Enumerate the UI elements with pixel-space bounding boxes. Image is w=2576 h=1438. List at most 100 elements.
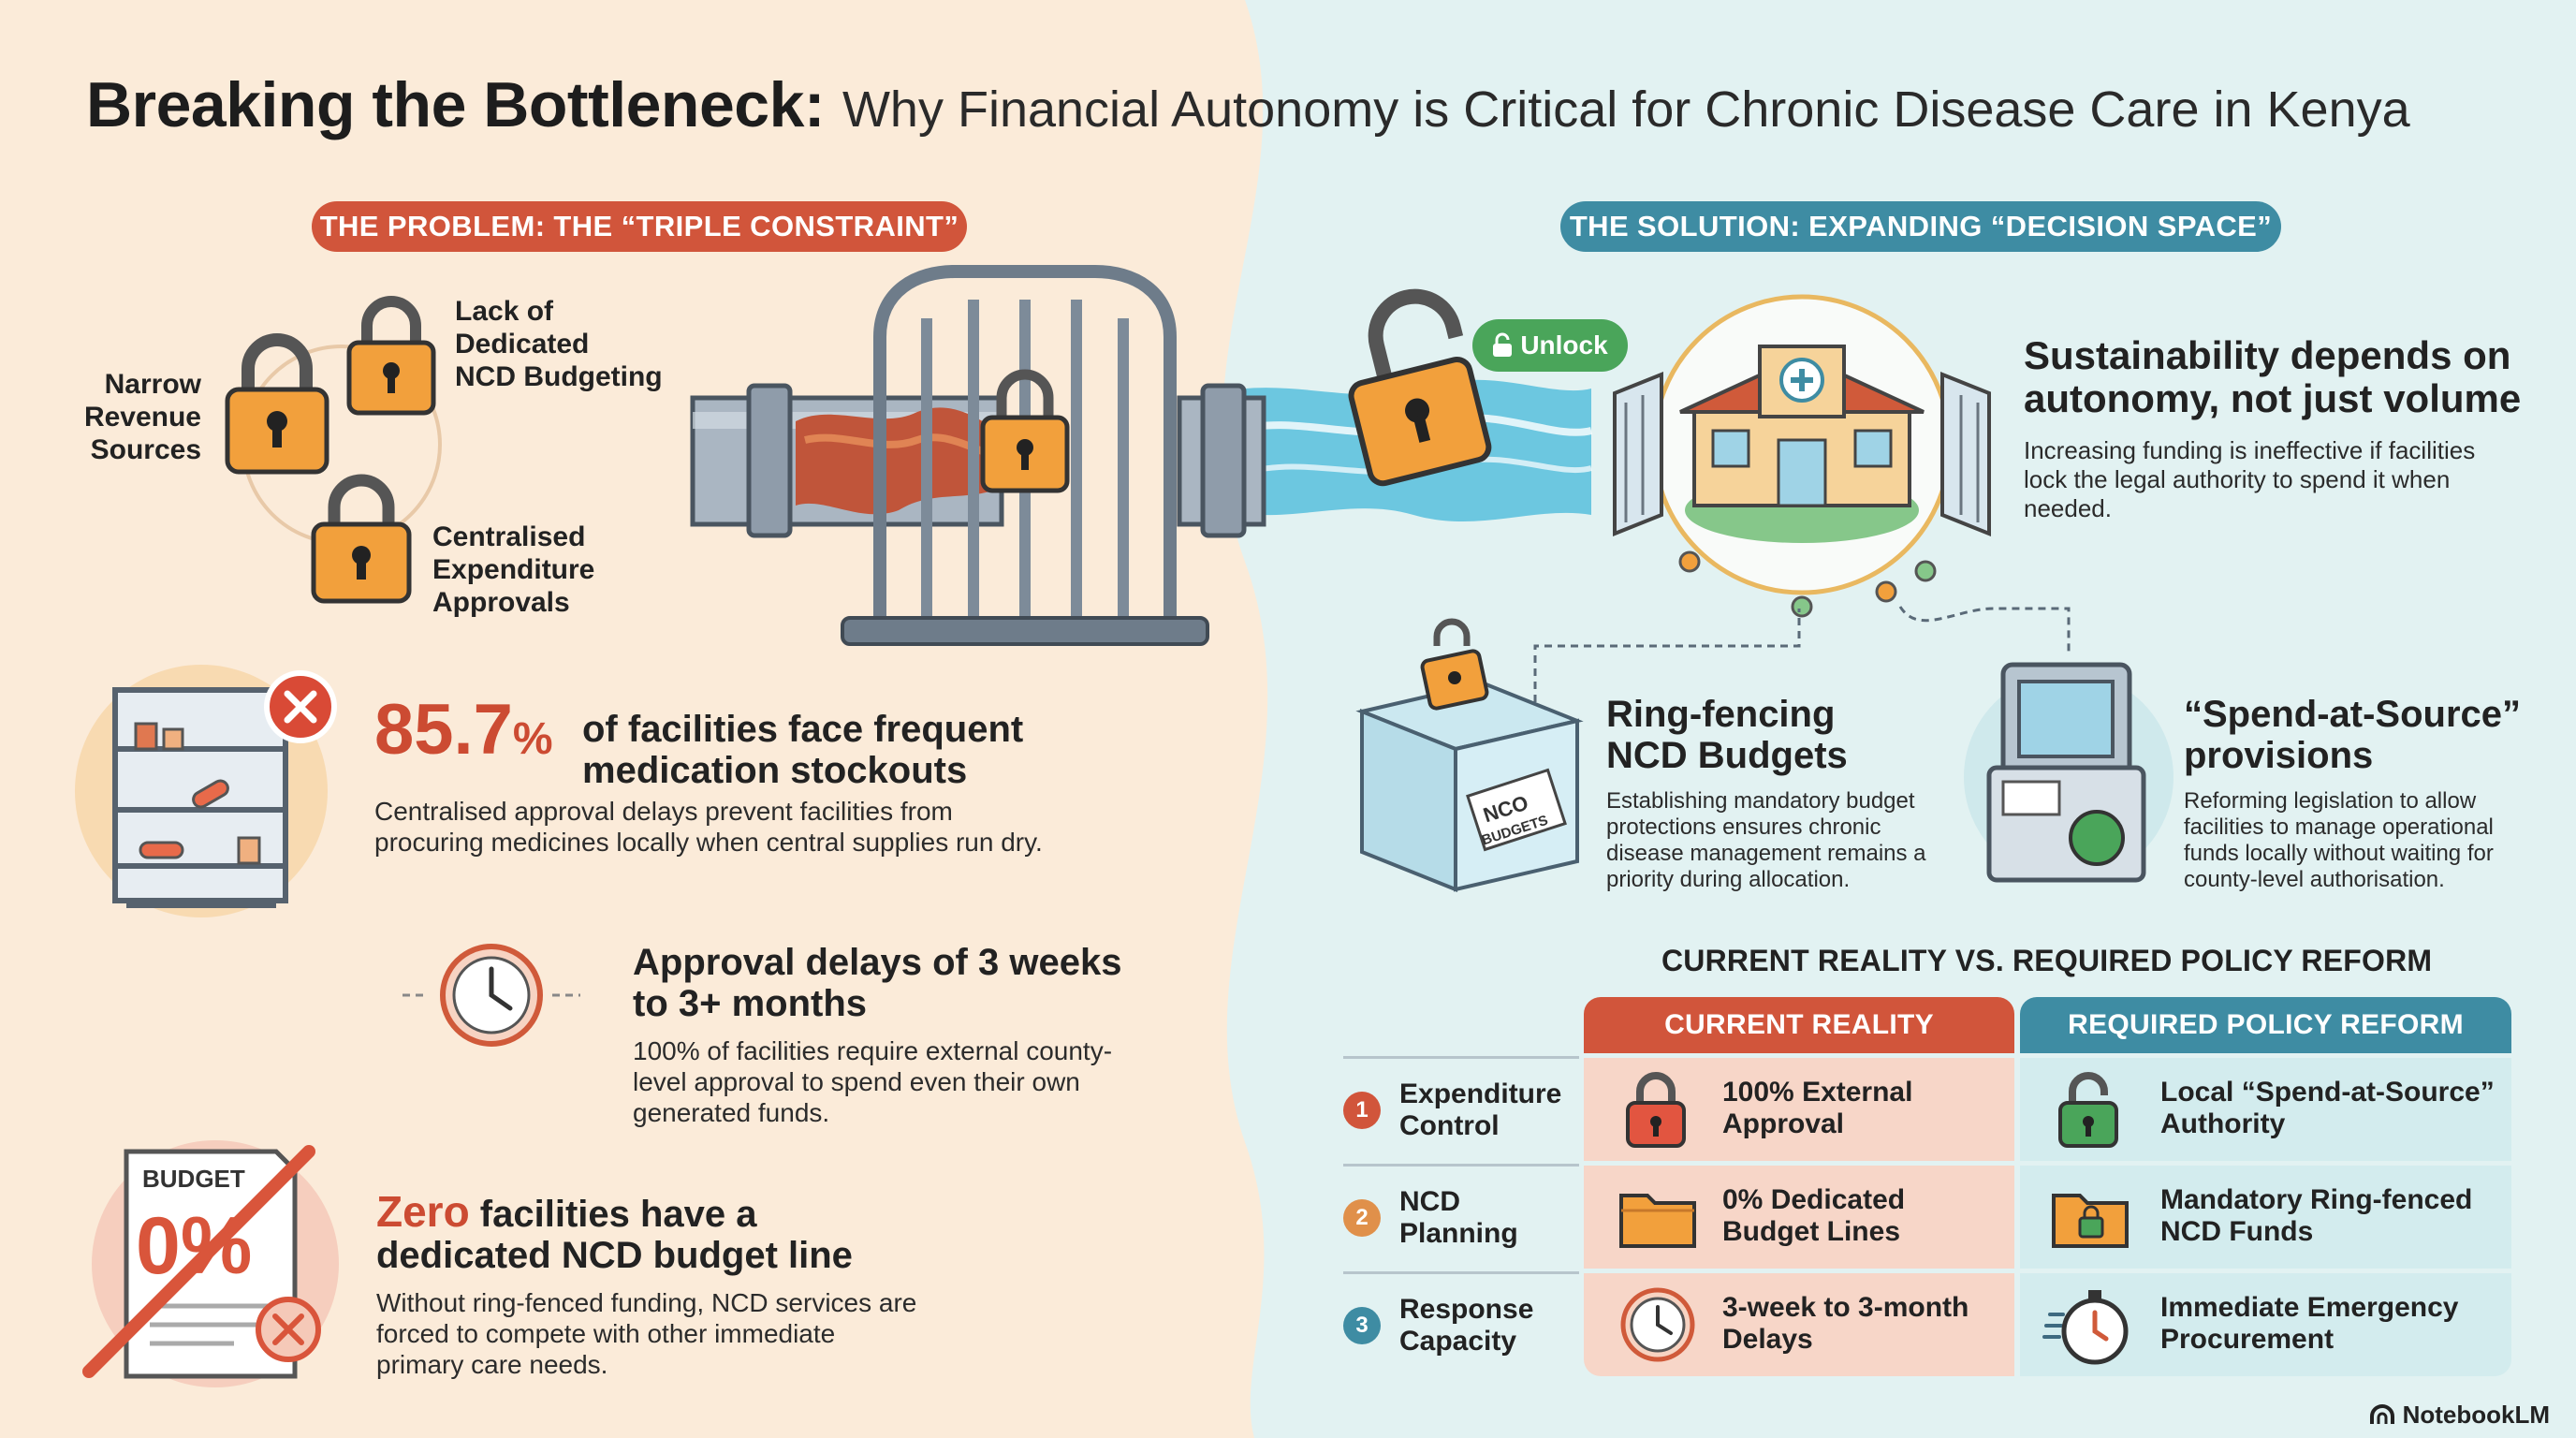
body-line: Reforming legislation to allow bbox=[2184, 788, 2477, 814]
reform-text: Local “Spend-at-Source” Authority bbox=[2160, 1077, 2495, 1140]
row-number-badge: 3 bbox=[1343, 1307, 1381, 1344]
cell-line: Authority bbox=[2160, 1108, 2286, 1139]
heading-line: autonomy, not just volume bbox=[2024, 376, 2522, 420]
label-line: Dedicated bbox=[455, 329, 590, 360]
body-line: facilities to manage operational bbox=[2184, 814, 2494, 840]
notebooklm-logo-icon bbox=[2369, 1403, 2394, 1424]
heading-line: provisions bbox=[2184, 735, 2374, 776]
cell-line: Delays bbox=[1722, 1324, 1813, 1355]
ring-body: Establishing mandatory budget protection… bbox=[1606, 788, 1926, 893]
lock-label-narrow: Narrow Revenue Sources bbox=[56, 368, 201, 466]
body-line: forced to compete with other immediate bbox=[376, 1319, 836, 1348]
body-line: disease management remains a bbox=[1606, 841, 1926, 866]
body-line: protections ensures chronic bbox=[1606, 814, 1881, 840]
unlock-badge: Unlock bbox=[1472, 319, 1628, 372]
reform-text: Mandatory Ring-fenced NCD Funds bbox=[2160, 1184, 2472, 1248]
label-line: Response bbox=[1399, 1294, 1534, 1325]
lock-icon bbox=[311, 474, 412, 604]
page-title: Breaking the Bottleneck: Why Financial A… bbox=[86, 62, 2410, 153]
label-line: Planning bbox=[1399, 1218, 1518, 1249]
health-facility-illustration bbox=[1613, 294, 1991, 618]
current-text: 100% External Approval bbox=[1722, 1077, 1912, 1140]
label-line: NCD Budgeting bbox=[455, 361, 663, 392]
spend-body: Reforming legislation to allow facilitie… bbox=[2184, 788, 2494, 893]
body-line: level approval to spend even their own bbox=[633, 1067, 1080, 1096]
sustain-body: Increasing funding is ineffective if fac… bbox=[2024, 436, 2475, 523]
lock-closed-icon bbox=[1626, 1072, 1686, 1148]
body-line: lock the legal authority to spend it whe… bbox=[2024, 465, 2451, 493]
table-row: 2 NCD Planning 0% Dedicated Budget Lines… bbox=[1343, 1166, 2513, 1270]
label-line: Approvals bbox=[432, 587, 570, 618]
body-line: 100% of facilities require external coun… bbox=[633, 1036, 1113, 1065]
cell-line: Procurement bbox=[2160, 1324, 2334, 1355]
label-line: Capacity bbox=[1399, 1326, 1517, 1357]
current-text: 3-week to 3-month Delays bbox=[1722, 1292, 1969, 1356]
stockout-value: 85.7 bbox=[374, 690, 513, 770]
heading-line: of facilities face frequent bbox=[582, 709, 1024, 750]
heading-line: Approval delays of 3 weeks bbox=[633, 942, 1122, 983]
row-label: Expenditure Control bbox=[1399, 1078, 1561, 1142]
label-line: Sources bbox=[90, 434, 201, 465]
body-line: procuring medicines locally when central… bbox=[374, 828, 1043, 857]
cell-line: 100% External bbox=[1722, 1077, 1913, 1108]
heading-line: medication stockouts bbox=[582, 750, 968, 791]
stockout-body: Centralised approval delays prevent faci… bbox=[374, 796, 1043, 858]
budget-document-illustration: BUDGET 0% bbox=[82, 1140, 339, 1387]
body-line: generated funds. bbox=[633, 1098, 830, 1127]
budget-value: 0% bbox=[136, 1201, 252, 1291]
cell-line: Approval bbox=[1722, 1108, 1845, 1139]
spend-heading: “Spend-at-Source” provisions bbox=[2184, 694, 2521, 776]
table-title: CURRENT REALITY VS. REQUIRED POLICY REFO… bbox=[1661, 944, 2433, 977]
clock-icon bbox=[402, 944, 580, 1047]
solution-pill: THE SOLUTION: EXPANDING “DECISION SPACE” bbox=[1560, 201, 2281, 252]
title-bold: Breaking the Bottleneck: bbox=[86, 69, 826, 140]
row-number-badge: 2 bbox=[1343, 1199, 1381, 1237]
lock-label-central: Centralised Expenditure Approvals bbox=[432, 521, 594, 619]
zero-heading: Zero facilities have a dedicated NCD bud… bbox=[376, 1190, 853, 1276]
cell-line: Budget Lines bbox=[1722, 1216, 1901, 1247]
row-divider bbox=[1343, 1056, 1579, 1059]
lock-icon bbox=[225, 333, 329, 475]
heading-line: Ring-fencing bbox=[1606, 694, 1836, 735]
folder-icon bbox=[1619, 1194, 1696, 1248]
brand-mark: NotebookLM bbox=[2369, 1401, 2550, 1430]
stockout-stat: 85.7% bbox=[374, 693, 553, 768]
current-text: 0% Dedicated Budget Lines bbox=[1722, 1184, 1905, 1248]
reform-text: Immediate Emergency Procurement bbox=[2160, 1292, 2458, 1356]
reform-cell: Local “Spend-at-Source” Authority bbox=[2020, 1058, 2511, 1161]
cell-line: NCD Funds bbox=[2160, 1216, 2314, 1247]
title-rest: Why Financial Autonomy is Critical for C… bbox=[842, 81, 2410, 138]
body-line: Centralised approval delays prevent faci… bbox=[374, 797, 953, 826]
row-number-badge: 1 bbox=[1343, 1092, 1381, 1129]
ring-heading: Ring-fencing NCD Budgets bbox=[1606, 694, 1848, 776]
heading-line: Zero facilities have a bbox=[376, 1190, 853, 1235]
label-line: Control bbox=[1399, 1110, 1500, 1141]
brand-text: NotebookLM bbox=[2402, 1401, 2550, 1429]
label-line: Expenditure bbox=[432, 554, 595, 585]
clock-icon bbox=[1620, 1287, 1695, 1362]
problem-pill: THE PROBLEM: THE “TRIPLE CONSTRAINT” bbox=[312, 201, 967, 252]
locked-folder-icon bbox=[2052, 1194, 2129, 1248]
label-line: NCD bbox=[1399, 1186, 1460, 1217]
cell-line: Local “Spend-at-Source” bbox=[2160, 1077, 2495, 1108]
body-line: primary care needs. bbox=[376, 1350, 608, 1379]
body-line: needed. bbox=[2024, 494, 2112, 522]
delays-body: 100% of facilities require external coun… bbox=[633, 1035, 1112, 1128]
zero-red: Zero bbox=[376, 1187, 470, 1236]
row-divider bbox=[1343, 1164, 1579, 1167]
zero-rest: facilities have a bbox=[469, 1194, 757, 1235]
ncd-budget-box-illustration: NCO BUDGETS bbox=[1355, 618, 1584, 892]
heading-line: dedicated NCD budget line bbox=[376, 1235, 853, 1276]
body-line: priority during allocation. bbox=[1606, 867, 1851, 892]
heading-line: to 3+ months bbox=[633, 983, 868, 1024]
current-cell: 100% External Approval bbox=[1584, 1058, 2014, 1161]
row-divider bbox=[1343, 1271, 1579, 1274]
column-header-reform: REQUIRED POLICY REFORM bbox=[2020, 997, 2511, 1053]
stopwatch-icon bbox=[2042, 1290, 2129, 1365]
column-header-current: CURRENT REALITY bbox=[1584, 997, 2014, 1053]
cell-line: 0% Dedicated bbox=[1722, 1184, 1906, 1215]
body-line: Increasing funding is ineffective if fac… bbox=[2024, 436, 2476, 464]
lock-icon bbox=[346, 296, 436, 416]
reform-cell: Immediate Emergency Procurement bbox=[2020, 1273, 2511, 1376]
heading-line: Sustainability depends on bbox=[2024, 333, 2511, 377]
